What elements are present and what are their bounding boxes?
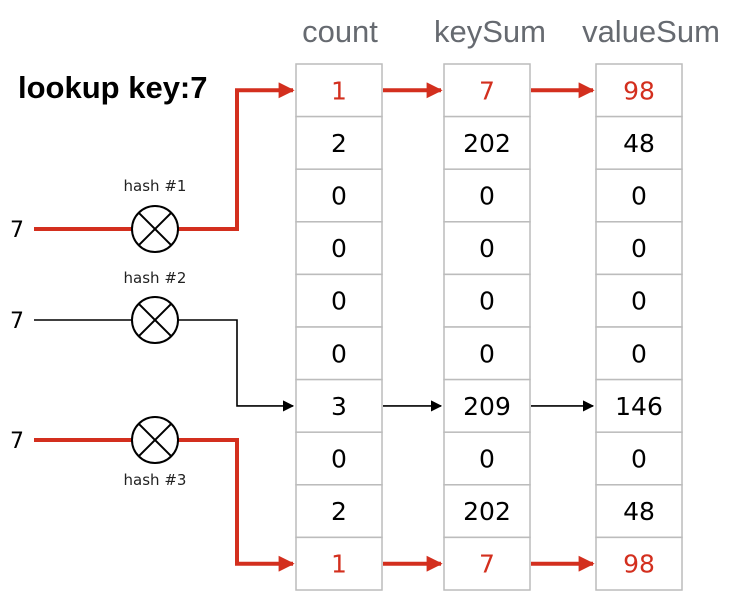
column-header-valuesum: valueSum — [582, 14, 720, 49]
table-cell-keysum — [443, 326, 531, 381]
table-cell-keysum — [443, 484, 531, 539]
table-cell-valuesum — [595, 378, 683, 433]
table-cell-count — [295, 431, 383, 486]
cell-value-valuesum: 98 — [623, 76, 655, 105]
table-cell-count — [295, 115, 383, 170]
arrow-right-icon — [178, 319, 295, 412]
cell-value-keysum: 0 — [479, 445, 495, 474]
cell-value-count: 0 — [331, 445, 347, 474]
column-keysum: 7 202 0 0 0 0 209 0 202 7 — [443, 63, 531, 591]
hash-function-2: hash #2 7 — [10, 269, 187, 344]
hash-path-2 — [34, 319, 595, 412]
hash-path-3 — [34, 438, 595, 572]
cell-value-count: 1 — [331, 550, 347, 579]
circled-times-icon — [138, 423, 172, 457]
column-headers: count keySum valueSum — [302, 14, 720, 49]
cell-value-valuesum: 48 — [623, 129, 655, 158]
cell-value-keysum: 7 — [479, 550, 495, 579]
table-cell-keysum — [443, 63, 531, 118]
arrow-right-icon — [178, 438, 295, 572]
column-header-count: count — [302, 14, 378, 49]
hash-label: hash #3 — [124, 471, 187, 489]
column-count: 1 2 0 0 0 0 3 0 2 1 — [295, 63, 383, 591]
cell-value-keysum: 0 — [479, 234, 495, 263]
input-key-label: 7 — [10, 218, 24, 243]
table-cell-valuesum — [595, 536, 683, 591]
cell-value-count: 0 — [331, 234, 347, 263]
table-cell-valuesum — [595, 326, 683, 381]
table-columns: 1 2 0 0 0 0 3 0 2 1 7 202 0 0 0 0 209 0 202 7 98 48 0 0 0 0 146 0 48… — [295, 63, 683, 591]
hash-function-3: hash #3 7 — [10, 416, 187, 489]
hash-path-1 — [34, 82, 595, 231]
cell-value-valuesum: 98 — [623, 550, 655, 579]
table-cell-count — [295, 378, 383, 433]
cell-value-keysum: 209 — [463, 392, 511, 421]
cell-value-valuesum: 0 — [631, 445, 647, 474]
diagram-title: lookup key:7 — [18, 70, 208, 105]
cell-value-count: 2 — [331, 497, 347, 526]
table-cell-valuesum — [595, 221, 683, 276]
cell-value-valuesum: 0 — [631, 287, 647, 316]
column-valuesum: 98 48 0 0 0 0 146 0 48 98 — [595, 63, 683, 591]
hash-label: hash #2 — [124, 269, 187, 287]
cell-value-keysum: 0 — [479, 287, 495, 316]
cell-value-keysum: 7 — [479, 76, 495, 105]
circled-times-icon — [138, 303, 172, 337]
input-key-label: 7 — [10, 309, 24, 334]
cell-value-valuesum: 0 — [631, 182, 647, 211]
table-cell-keysum — [443, 431, 531, 486]
table-cell-count — [295, 221, 383, 276]
table-cell-valuesum — [595, 115, 683, 170]
cell-value-valuesum: 0 — [631, 339, 647, 368]
hash-label: hash #1 — [124, 177, 187, 195]
table-cell-count — [295, 63, 383, 118]
hash-functions: hash #1 7 hash #2 7 hash #3 7 — [10, 177, 186, 489]
table-cell-valuesum — [595, 168, 683, 223]
cell-value-count: 3 — [331, 392, 347, 421]
cell-value-count: 0 — [331, 182, 347, 211]
table-cell-count — [295, 536, 383, 591]
table-cell-keysum — [443, 378, 531, 433]
cell-value-keysum: 0 — [479, 182, 495, 211]
input-key-label: 7 — [10, 429, 24, 454]
cell-value-count: 2 — [331, 129, 347, 158]
table-cell-count — [295, 484, 383, 539]
cell-value-keysum: 202 — [463, 497, 511, 526]
wires — [34, 82, 595, 572]
circled-times-icon — [138, 212, 172, 246]
cell-value-count: 0 — [331, 287, 347, 316]
table-cell-keysum — [443, 115, 531, 170]
cell-value-count: 1 — [331, 76, 347, 105]
table-cell-valuesum — [595, 431, 683, 486]
table-cell-valuesum — [595, 273, 683, 328]
cell-value-keysum: 202 — [463, 129, 511, 158]
cell-value-count: 0 — [331, 339, 347, 368]
cell-value-valuesum: 48 — [623, 497, 655, 526]
cell-value-valuesum: 146 — [615, 392, 663, 421]
arrow-right-icon — [178, 82, 295, 231]
column-header-keysum: keySum — [434, 14, 546, 49]
cell-value-keysum: 0 — [479, 339, 495, 368]
hash-function-1: hash #1 7 — [10, 177, 187, 253]
table-cell-keysum — [443, 536, 531, 591]
cell-value-valuesum: 0 — [631, 234, 647, 263]
